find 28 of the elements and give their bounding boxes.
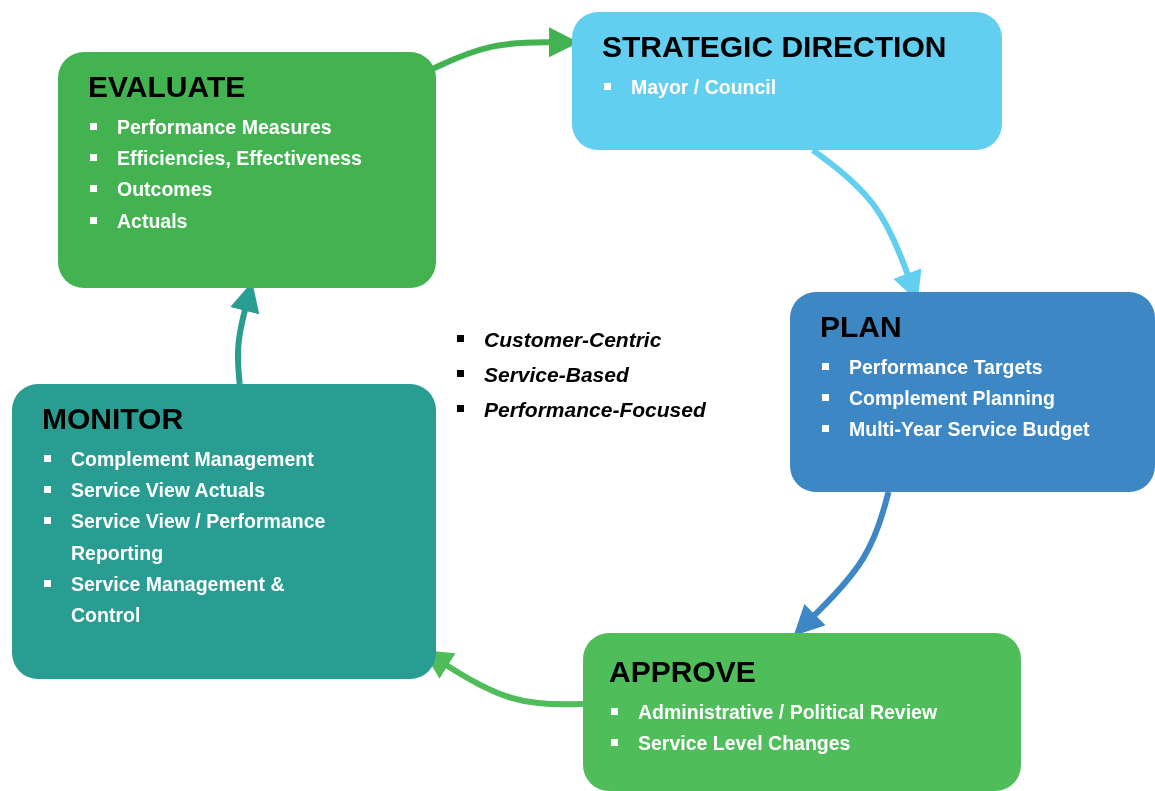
bullet-item: Service View / Performance Reporting bbox=[71, 509, 327, 566]
bullet-item: Administrative / Political Review bbox=[638, 700, 938, 725]
stage-box bbox=[58, 52, 436, 288]
principle-item: Performance-Focused bbox=[484, 397, 706, 423]
stage-box bbox=[572, 12, 1002, 150]
bullet-item: Multi-Year Service Budget bbox=[849, 417, 1090, 443]
arrow bbox=[793, 491, 892, 636]
bullet-item: Actuals bbox=[117, 208, 188, 234]
principle-item: Service-Based bbox=[484, 362, 629, 388]
stage-heading: PLAN bbox=[820, 310, 902, 344]
bullet-item: Mayor / Council bbox=[631, 75, 777, 100]
bullet-item: Efficiencies, Effectiveness bbox=[117, 146, 362, 172]
bullet-item: Service Level Changes bbox=[638, 731, 851, 757]
stage-box bbox=[790, 292, 1155, 492]
bullet-item: Service Management & Control bbox=[71, 571, 286, 628]
stage-heading: EVALUATE bbox=[88, 70, 246, 104]
stage-box bbox=[12, 384, 436, 679]
stage-heading: MONITOR bbox=[42, 402, 184, 436]
bullet-item: Complement Management bbox=[71, 447, 314, 472]
bullet-item: Complement Planning bbox=[849, 386, 1055, 412]
bullet-item: Performance Measures bbox=[117, 115, 332, 140]
stage-heading: STRATEGIC DIRECTION bbox=[602, 30, 947, 64]
principle-item: Customer-Centric bbox=[484, 327, 662, 353]
bullet-item: Outcomes bbox=[117, 177, 213, 203]
stage-box bbox=[583, 633, 1021, 791]
bullet-item: Performance Targets bbox=[849, 355, 1043, 380]
bullet-item: Service View Actuals bbox=[71, 478, 266, 504]
stage-heading: APPROVE bbox=[609, 655, 756, 689]
